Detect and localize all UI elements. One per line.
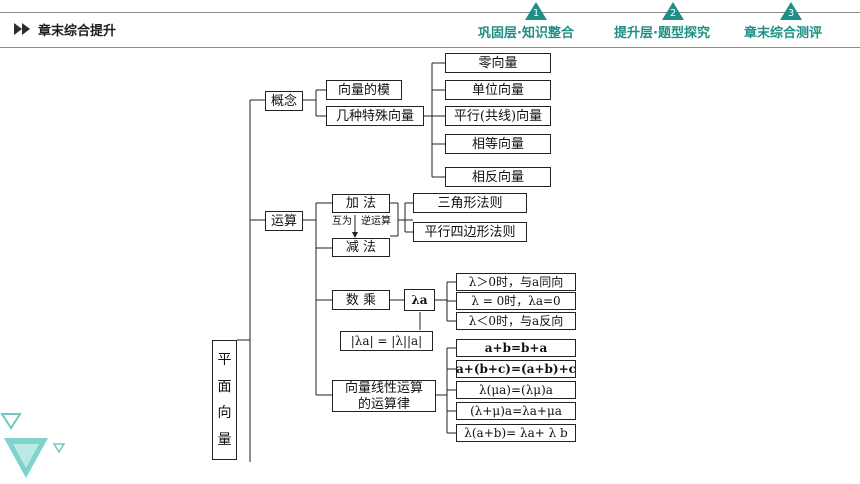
operations-node: 运算 [265, 211, 303, 231]
vector-modulus-node: 向量的模 [326, 80, 402, 100]
root-char: 面 [217, 378, 232, 395]
laws-label-line-2: 的运算律 [357, 396, 410, 412]
double-arrow-icon [14, 23, 30, 35]
root-char: 平 [217, 352, 232, 369]
tab-label: 章末综合测评 [744, 26, 823, 41]
opposite-vector-node: 相反向量 [445, 167, 551, 187]
chapter-title-bar: 章末综合提升 [14, 19, 116, 39]
zero-vector-node: 零向量 [445, 53, 551, 73]
lambda-positive-node: λ＞0时，与a同向 [456, 273, 576, 291]
svg-text:2: 2 [670, 8, 676, 19]
laws-label-line-1: 向量线性运算 [344, 380, 423, 396]
law-text: a+(b+c)=(a+b)+c [456, 362, 576, 376]
addition-node: 加 法 [332, 194, 390, 213]
law-commutative-node: a+b=b+a [456, 339, 576, 357]
concept-node: 概念 [265, 91, 303, 111]
law-text: a+b=b+a [484, 341, 548, 355]
triangle-rule-node: 三角形法则 [413, 193, 527, 213]
tab-question-types[interactable]: 2 提升层·题型探究 [614, 0, 732, 44]
law-scalar-assoc-node: λ(μa)=(λμ)a [456, 381, 576, 399]
lambda-a-text: λa [411, 293, 428, 307]
lambda-a-node: λa [404, 289, 435, 311]
header-bottom-rule [0, 47, 860, 48]
root-char: 量 [217, 431, 232, 448]
lambda-negative-node: λ＜0时，与a反向 [456, 312, 576, 330]
lambda-zero-node: λ = 0时，λa=0 [456, 292, 576, 310]
root-plane-vector: 平 面 向 量 [212, 340, 237, 460]
parallelogram-rule-node: 平行四边形法则 [413, 222, 527, 242]
law-associative-node: a+(b+c)=(a+b)+c [456, 360, 576, 378]
scalar-mult-node: 数 乘 [332, 290, 390, 310]
header-top-rule [0, 12, 860, 13]
step-1-marker-icon: 1 [525, 2, 547, 20]
tab-label: 巩固层·知识整合 [478, 26, 574, 41]
step-2-marker-icon: 2 [662, 2, 684, 20]
inverse-note-2: 逆运算 [361, 216, 391, 227]
equal-vector-node: 相等向量 [445, 134, 551, 154]
svg-text:1: 1 [533, 8, 539, 19]
tab-consolidation[interactable]: 1 巩固层·知识整合 [478, 0, 596, 44]
special-vectors-node: 几种特殊向量 [326, 106, 424, 126]
decorative-triangles-icon [0, 413, 66, 478]
tab-label: 提升层·题型探究 [614, 26, 710, 41]
modulus-rule-node: |λa| = |λ||a| [340, 331, 433, 351]
chapter-title: 章末综合提升 [38, 23, 117, 39]
linear-laws-node: 向量线性运算 的运算律 [332, 380, 436, 412]
unit-vector-node: 单位向量 [445, 80, 551, 100]
svg-text:3: 3 [788, 8, 794, 19]
parallel-vector-node: 平行(共线)向量 [445, 106, 551, 126]
step-3-marker-icon: 3 [780, 2, 802, 20]
tab-assessment[interactable]: 3 章末综合测评 [744, 0, 840, 44]
subtraction-node: 减 法 [332, 238, 390, 257]
inverse-note-1: 互为 [332, 216, 352, 227]
law-distributive-1-node: (λ+μ)a=λa+μa [456, 402, 576, 420]
law-distributive-2-node: λ(a+b)= λa+ λ b [456, 424, 576, 442]
root-char: 向 [217, 405, 232, 422]
